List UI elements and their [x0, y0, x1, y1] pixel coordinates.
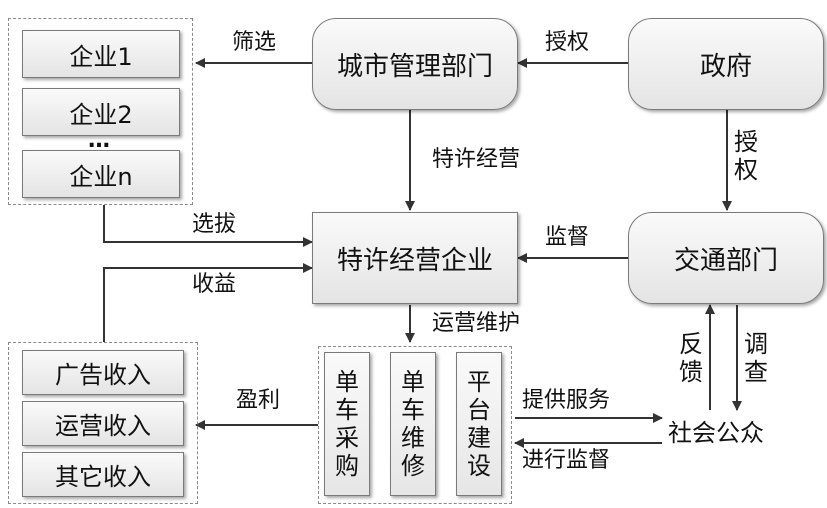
revenue-box-ad: 广告收入	[22, 350, 184, 395]
city-management-node: 城市管理部门	[312, 18, 518, 110]
label-franchise-op: 特许经营	[432, 147, 521, 172]
label-provide-service: 提供服务	[522, 388, 611, 413]
label-maintain: 运营维护	[432, 311, 521, 336]
revenue-box-operation: 运营收入	[22, 401, 184, 446]
enterprise-box-n: 企业n	[22, 150, 180, 198]
public-node: 社会公众	[668, 419, 764, 447]
arrow-select	[103, 205, 313, 247]
operations-group	[318, 346, 512, 504]
label-select: 选拔	[192, 212, 237, 237]
government-node: 政府	[628, 18, 824, 110]
label-investigate: 调查	[744, 330, 768, 386]
revenue-box-other: 其它收入	[22, 452, 184, 497]
revenue-group	[8, 342, 198, 504]
label-income: 收益	[192, 272, 237, 297]
enterprise-group	[8, 18, 193, 205]
arrow-income	[103, 263, 313, 342]
op-box-bike-purchase: 单车采购	[324, 352, 370, 496]
label-screen: 筛选	[232, 30, 277, 55]
enterprise-ellipsis: …	[88, 128, 110, 153]
traffic-dept-node: 交通部门	[628, 212, 824, 304]
enterprise-box-1: 企业1	[22, 30, 180, 78]
op-box-bike-repair: 单车维修	[390, 352, 436, 496]
label-authorize-h: 授权	[545, 30, 590, 55]
label-authorize-v: 授权	[734, 128, 758, 184]
label-supervise: 监督	[545, 225, 590, 250]
franchise-company-node: 特许经营企业	[312, 212, 518, 304]
op-box-platform: 平台建设	[456, 352, 502, 496]
label-monitor: 进行监督	[522, 448, 611, 473]
label-feedback: 反馈	[679, 330, 703, 386]
label-profit: 盈利	[236, 388, 281, 413]
enterprise-box-2: 企业2	[22, 88, 180, 136]
